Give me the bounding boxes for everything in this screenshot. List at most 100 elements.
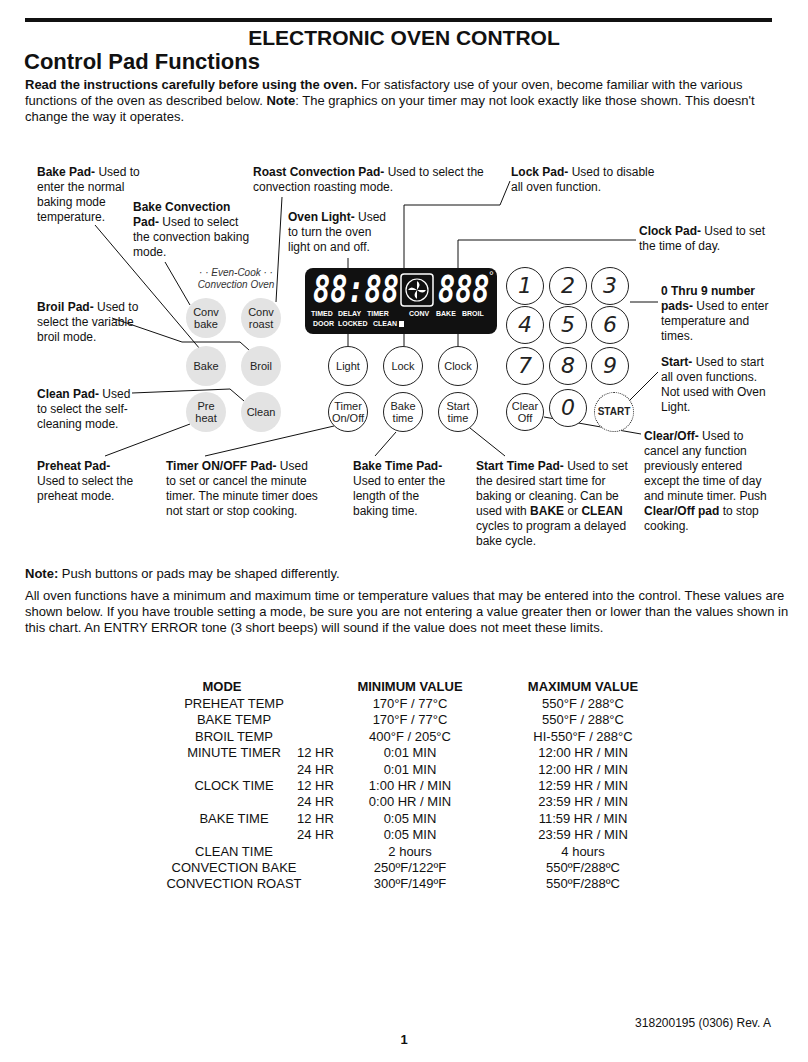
- table-cell: 0:05 MIN: [325, 827, 495, 843]
- bold-text: Start-: [661, 355, 692, 369]
- button-label-wrap: 4: [518, 313, 532, 337]
- text-block: Oven Light- Used to turn the oven light …: [288, 210, 396, 255]
- table-cell: 0:00 HR / MIN: [325, 794, 495, 810]
- text-block: Lock Pad- Used to disable all oven funct…: [511, 165, 661, 195]
- button-label: Timer On/Off: [330, 400, 366, 424]
- indicator-label: BROIL: [462, 310, 484, 318]
- bold-text: Broil Pad-: [37, 300, 94, 314]
- table-cell: MODE: [142, 679, 302, 695]
- control-pad-button: 4: [506, 306, 544, 344]
- table-cell: BROIL TEMP: [149, 729, 319, 745]
- button-label-wrap: Lock: [391, 360, 414, 372]
- button-label-wrap: 6: [603, 313, 617, 337]
- body-text: Push buttons or pads may be shaped diffe…: [62, 566, 340, 581]
- body-text: Used to select the preheat mode.: [37, 474, 133, 503]
- table-cell: CLEAN TIME: [149, 844, 319, 860]
- table-cell: 4 hours: [498, 844, 668, 860]
- control-pad-button: Bake: [186, 346, 226, 386]
- table-cell: 2 hours: [325, 844, 495, 860]
- button-label-wrap: Clean: [247, 406, 276, 418]
- bold-text: Preheat Pad-: [37, 459, 110, 473]
- button-label: Lock: [391, 360, 414, 372]
- table-cell: 11:59 HR / MIN: [498, 811, 668, 827]
- button-label: 9: [603, 354, 617, 378]
- button-label: Bake time: [385, 400, 421, 424]
- display-digits: 88:88: [313, 270, 399, 308]
- table-cell: 24 HR: [297, 762, 357, 778]
- text-block: All oven functions have a minimum and ma…: [25, 588, 790, 636]
- bold-text: Read the instructions carefully before u…: [25, 77, 357, 92]
- table-cell: 550°F / 288°C: [498, 712, 668, 728]
- button-label-wrap: 2: [561, 274, 575, 298]
- button-label-wrap: 1: [518, 274, 532, 298]
- control-pad-button: Conv roast: [241, 298, 281, 338]
- button-label-wrap: Bake time: [385, 400, 421, 424]
- fan-box: [401, 274, 433, 306]
- bold-text: Bake Time Pad-: [353, 459, 442, 473]
- control-pad-button: Lock: [383, 346, 423, 386]
- table-cell: CLOCK TIME: [149, 778, 319, 794]
- control-pad-button: Bake time: [383, 392, 423, 432]
- button-label-wrap: Broil: [250, 360, 272, 372]
- text-block: · · Even-Cook · · Convection Oven: [194, 267, 278, 291]
- text-block: Start- Used to start all oven functions.…: [661, 355, 773, 415]
- table-cell: 0:01 MIN: [325, 762, 495, 778]
- button-label: 7: [518, 354, 532, 378]
- indicator-label: TIMED: [311, 310, 333, 318]
- button-label: Light: [336, 360, 360, 372]
- bold-text: Timer ON/OFF Pad-: [166, 459, 276, 473]
- indicator-label: TIMER: [367, 310, 389, 318]
- button-label: Pre heat: [188, 400, 224, 424]
- bold-text: CLEAN: [581, 504, 622, 518]
- button-label: START: [598, 406, 631, 418]
- fan-ring: [406, 279, 428, 301]
- bold-text: 1: [400, 1032, 407, 1047]
- table-cell: 1:00 HR / MIN: [325, 778, 495, 794]
- body-text: or: [567, 504, 578, 518]
- text-block: Bake Pad- Used to enter the normal bakin…: [37, 165, 145, 225]
- control-pad-button: 1: [506, 267, 544, 305]
- button-label: Start time: [440, 400, 476, 424]
- display-digits: °: [489, 270, 494, 283]
- table-cell: 400°F / 205°C: [325, 729, 495, 745]
- button-label-wrap: Bake: [193, 360, 218, 372]
- control-pad-button: Light: [328, 346, 368, 386]
- button-label-wrap: Light: [336, 360, 360, 372]
- lock-icon: [399, 321, 404, 327]
- table-cell: 170°F / 77°C: [325, 696, 495, 712]
- table-cell: 12:00 HR / MIN: [498, 745, 668, 761]
- text-block: Bake Convection Pad- Used to select the …: [133, 200, 255, 260]
- text-block: 0 Thru 9 number pads- Used to enter temp…: [661, 284, 773, 344]
- control-pad-button: 6: [591, 306, 629, 344]
- control-pad-button: START: [594, 392, 634, 432]
- display-digits: 888: [438, 270, 489, 308]
- indicator-label: CLEAN: [373, 320, 397, 328]
- indicator-label: DELAY: [338, 310, 361, 318]
- button-label-wrap: 7: [518, 354, 532, 378]
- table-cell: 12:00 HR / MIN: [498, 762, 668, 778]
- control-pad-button: 5: [549, 306, 587, 344]
- table-cell: 24 HR: [297, 827, 357, 843]
- control-pad-button: Broil: [241, 346, 281, 386]
- button-label: 4: [518, 313, 532, 337]
- button-label-wrap: 5: [561, 313, 575, 337]
- table-cell: MAXIMUM VALUE: [498, 679, 668, 695]
- control-pad-button: 0: [549, 389, 587, 427]
- bold-text: BAKE: [530, 504, 564, 518]
- bold-text: Clean Pad-: [37, 387, 99, 401]
- text-block: Control Pad Functions: [24, 49, 524, 75]
- text-block: Clean Pad- Used to select the self-clean…: [37, 387, 135, 432]
- control-pad-button: Pre heat: [186, 392, 226, 432]
- control-pad-button: Conv bake: [186, 298, 226, 338]
- table-cell: 12:59 HR / MIN: [498, 778, 668, 794]
- button-label-wrap: Timer On/Off: [330, 400, 366, 424]
- body-text: cycles to program a delayed bake cycle.: [476, 519, 626, 548]
- body-text: Used to enter the length of the baking t…: [353, 474, 445, 518]
- button-label: 8: [561, 354, 575, 378]
- page-title: ELECTRONIC OVEN CONTROL: [0, 26, 808, 50]
- control-pad-button: Start time: [438, 392, 478, 432]
- button-label: Conv bake: [188, 306, 224, 330]
- text-block: Note: Push buttons or pads may be shaped…: [25, 566, 785, 582]
- table-cell: 170°F / 77°C: [325, 712, 495, 728]
- body-text: 318200195 (0306) Rev. A: [635, 1016, 771, 1030]
